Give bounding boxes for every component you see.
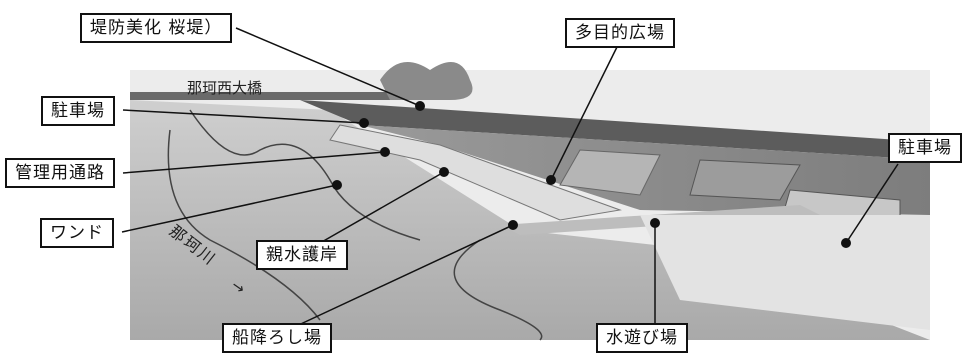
marker-dot [415, 101, 425, 111]
marker-dot [439, 167, 449, 177]
label-water-play-area: 水遊び場 [596, 323, 688, 353]
leader-chushajo-left [122, 109, 365, 124]
label-parking-left: 駐車場 [41, 96, 115, 126]
right-bank [640, 215, 930, 330]
marker-dot [332, 180, 342, 190]
shoreline [167, 129, 321, 321]
leader-shinsui [319, 171, 445, 244]
embankment [300, 100, 930, 160]
marker-dot [380, 147, 390, 157]
leader-kanri [122, 151, 386, 174]
field-grid [559, 149, 661, 196]
label-wando: ワンド [40, 218, 114, 248]
leader-wando [121, 184, 338, 233]
marker-dot [508, 220, 518, 230]
tree-cluster [380, 62, 473, 100]
leader-funaori [274, 224, 514, 337]
label-waterfront-revetment: 親水護岸 [256, 240, 348, 270]
label-embankment-beautification: 堤防美化 桜堤） [80, 13, 233, 43]
marker-dot [546, 175, 556, 185]
leader-tamokuteki [550, 46, 618, 181]
management-path [329, 124, 622, 221]
label-boat-launch: 船降ろし場 [222, 323, 332, 353]
label-management-path: 管理用通路 [5, 158, 115, 188]
label-parking-right: 駐車場 [888, 133, 962, 163]
field-grid [689, 159, 801, 201]
marker-dot [359, 118, 369, 128]
shoreline [453, 239, 543, 341]
bridge-name: 那珂西大橋 [187, 79, 263, 97]
label-multipurpose-square: 多目的広場 [565, 18, 675, 48]
bridge-deck [130, 92, 430, 100]
leader-teibou [235, 27, 421, 107]
marker-dot [650, 218, 660, 228]
marker-dot [841, 238, 851, 248]
leader-chushajo-right [845, 163, 899, 244]
